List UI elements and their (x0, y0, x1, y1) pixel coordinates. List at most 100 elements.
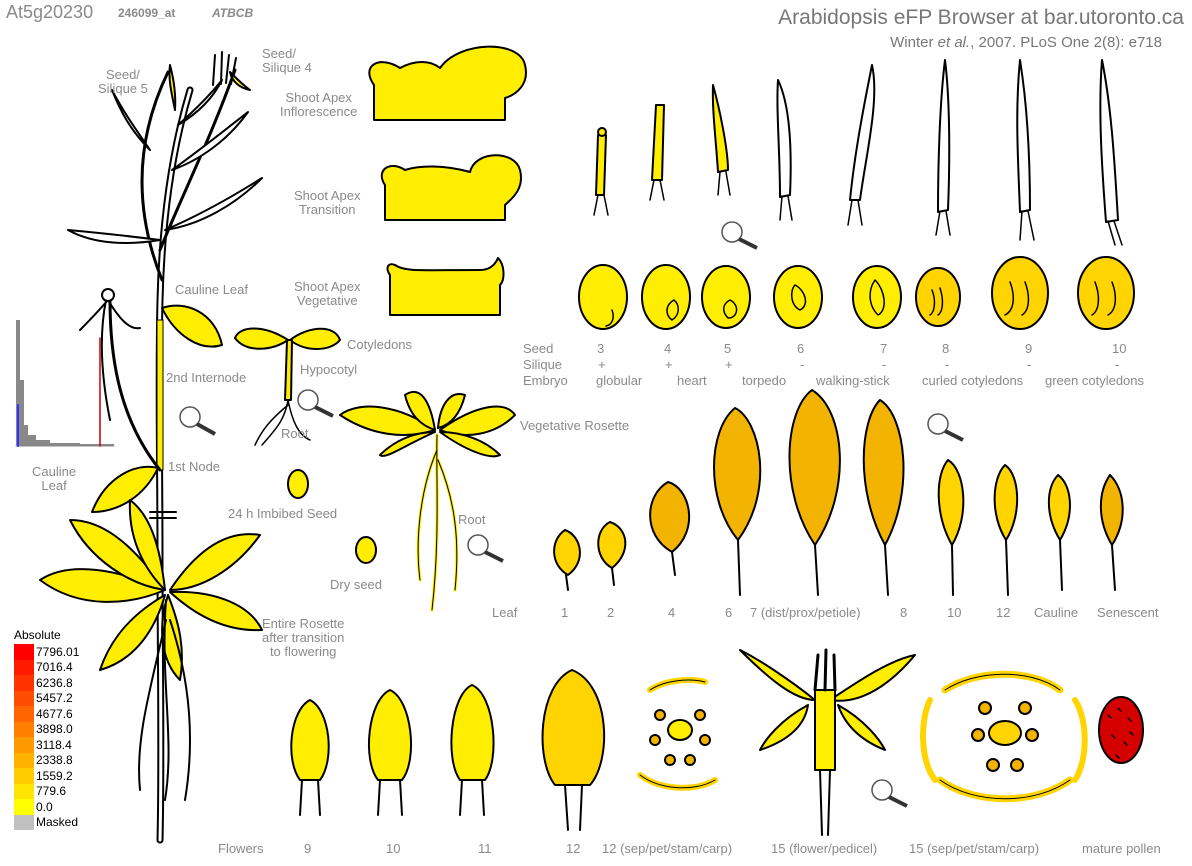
silique-flag-5: + (725, 358, 733, 372)
legend-swatch (14, 768, 34, 784)
legend-value: 3898.0 (36, 722, 73, 736)
flower-label-15-pedicel[interactable]: 15 (flower/pedicel) (771, 842, 877, 856)
hypocotyl-shape (285, 340, 292, 400)
legend-value: 1559.2 (36, 769, 73, 783)
cotyledon-right-shape (290, 329, 340, 349)
flower-label-9[interactable]: 9 (304, 842, 311, 856)
leaf-label-8[interactable]: 8 (900, 606, 907, 620)
seed-stage-4: 4 (664, 342, 671, 356)
flower-12-organs-shape (627, 675, 737, 788)
embryo-stage-9 (992, 257, 1048, 329)
legend-value: 3118.4 (36, 738, 72, 752)
leaf-senescent-shape (1101, 475, 1123, 545)
citation: Winter et al., 2007. PLoS One 2(8): e718 (890, 34, 1162, 51)
label-seed-silique-4[interactable]: Seed/ Silique 4 (262, 47, 312, 75)
seed-stage-8: 8 (942, 342, 949, 356)
legend-entry: 4677.6 (14, 706, 79, 722)
legend-swatch (14, 737, 34, 753)
flower-label-15-organs[interactable]: 15 (sep/pet/stam/carp) (909, 842, 1039, 856)
browser-title: Arabidopsis eFP Browser at bar.utoronto.… (778, 6, 1184, 30)
silique-flag-3: + (598, 358, 606, 372)
embryo-heart: heart (677, 374, 707, 388)
legend-title: Absolute (14, 628, 79, 642)
legend-value: 7796.01 (36, 645, 79, 659)
label-imbibed-seed[interactable]: 24 h Imbibed Seed (228, 507, 337, 521)
cauline-leaf-lower-shape (92, 467, 158, 512)
legend-entry: 1559.2 (14, 768, 79, 784)
flower-15-pedicel-shape (740, 650, 915, 835)
label-hypocotyl[interactable]: Hypocotyl (300, 363, 357, 377)
label-entire-rosette[interactable]: Entire Rosette after transition to flowe… (262, 617, 344, 659)
leaf-label-10[interactable]: 10 (947, 606, 961, 620)
silique-stage-8 (938, 60, 949, 212)
label-shoot-apex-transition[interactable]: Shoot Apex Transition (294, 189, 361, 217)
silique-stage-5 (713, 85, 728, 172)
cotyledon-left-shape (235, 328, 288, 348)
flower-11-shape (451, 685, 493, 780)
embryo-curled-cotyledons: curled cotyledons (922, 374, 1023, 388)
label-dry-seed[interactable]: Dry seed (330, 578, 382, 592)
seed-stage-9: 9 (1025, 342, 1032, 356)
legend-entry: 7016.4 (14, 660, 79, 676)
citation-rest: , 2007. PLoS One 2(8): e718 (970, 34, 1162, 51)
embryo-green-cotyledons: green cotyledons (1045, 374, 1144, 388)
shoot-apex-inflorescence-shape (369, 47, 526, 120)
leaf-label-1[interactable]: 1 (561, 606, 568, 620)
legend-swatch (14, 799, 34, 815)
flower-label-12[interactable]: 12 (566, 842, 580, 856)
label-vegetative-rosette[interactable]: Vegetative Rosette (520, 419, 629, 433)
label-root-rosette[interactable]: Root (458, 513, 485, 527)
embryo-globular: globular (596, 374, 642, 388)
silique-stage-10 (1100, 60, 1118, 222)
flower-label-mature-pollen[interactable]: mature pollen (1082, 842, 1161, 856)
label-shoot-apex-inflorescence[interactable]: Shoot Apex Inflorescence (280, 91, 357, 119)
flower-12-shape (543, 670, 605, 785)
leaf-label-6[interactable]: 6 (725, 606, 732, 620)
label-seed-silique-5[interactable]: Seed/ Silique 5 (98, 68, 148, 96)
leaf-label-senescent[interactable]: Senescent (1097, 606, 1158, 620)
label-cauline-leaf-upper[interactable]: Cauline Leaf (175, 283, 248, 297)
leaf-cauline-shape (1049, 475, 1070, 540)
probe-id: 246099_at (118, 6, 175, 20)
legend-value: 6236.8 (36, 676, 73, 690)
flower-label-11[interactable]: 11 (478, 842, 492, 856)
silique-flag-7: - (882, 358, 886, 372)
label-second-internode[interactable]: 2nd Internode (166, 371, 246, 385)
legend-entry: 3898.0 (14, 722, 79, 738)
seed-stage-5: 5 (724, 342, 731, 356)
flower-row-label: Flowers (218, 842, 264, 856)
shoot-apex-vegetative-shape (388, 258, 504, 315)
label-first-node[interactable]: 1st Node (168, 460, 220, 474)
legend-swatch (14, 706, 34, 722)
legend-swatch (14, 753, 34, 769)
silique-row-label: Silique (523, 358, 562, 372)
embryo-row-label: Embryo (523, 374, 568, 388)
label-shoot-apex-vegetative[interactable]: Shoot Apex Vegetative (294, 280, 361, 308)
leaf-4-shape (650, 482, 689, 552)
embryo-stage-10 (1078, 257, 1134, 329)
legend-entry: 7796.01 (14, 644, 79, 660)
leaf-8-shape (864, 400, 904, 545)
leaf-label-cauline[interactable]: Cauline (1034, 606, 1078, 620)
embryo-stage-5 (702, 266, 750, 328)
silique-stage-4 (652, 105, 664, 180)
label-root-seedling[interactable]: Root (281, 427, 308, 441)
label-cotyledons[interactable]: Cotyledons (347, 338, 412, 352)
flower-label-12-organs[interactable]: 12 (sep/pet/stam/carp) (602, 842, 732, 856)
legend-value: 4677.6 (36, 707, 73, 721)
legend-value: Masked (36, 815, 78, 829)
leaf-label-2[interactable]: 2 (607, 606, 614, 620)
leaf-label-4[interactable]: 4 (668, 606, 675, 620)
flower-label-10[interactable]: 10 (386, 842, 400, 856)
silique-stage-6 (777, 80, 790, 197)
gene-symbol: ATBCB (212, 6, 253, 20)
legend-swatch (14, 660, 34, 676)
leaf-2-shape (598, 522, 625, 568)
seed-stage-6: 6 (797, 342, 804, 356)
leaf-label-12[interactable]: 12 (996, 606, 1010, 620)
leaf-label-7[interactable]: 7 (dist/prox/petiole) (750, 606, 861, 620)
silique-flag-4: + (665, 358, 673, 372)
label-cauline-leaf-lower[interactable]: Cauline Leaf (32, 465, 76, 493)
